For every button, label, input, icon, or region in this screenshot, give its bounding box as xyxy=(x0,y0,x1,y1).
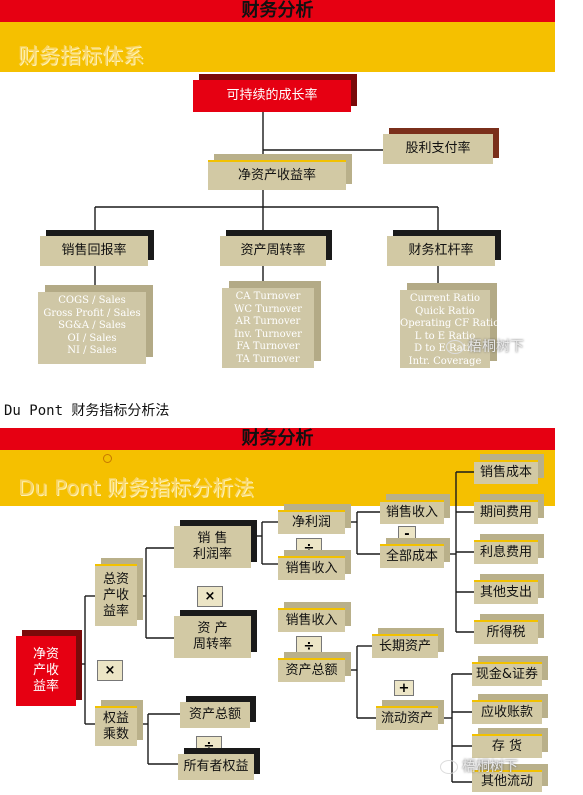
long-term-assets-box: 长期资产 xyxy=(372,634,438,658)
asset-turnover-label: 资 产 周转率 xyxy=(192,620,232,652)
financial-leverage-box: 财务杠杆率 xyxy=(387,236,495,266)
total-assets-box: 资产总额 xyxy=(278,658,345,682)
sales-box: 销售收入 xyxy=(278,556,345,580)
plus-operator: + xyxy=(394,680,414,696)
watermark-text: 梧桐树下 xyxy=(462,759,518,775)
ratio-label: FA Turnover xyxy=(236,341,300,352)
asset-turnover-box: 资 产 周转率 xyxy=(174,616,251,658)
divide-operator: ÷ xyxy=(296,636,322,657)
sales-ratios-cluster: COGS / Sales Gross Profit / Sales SG&A /… xyxy=(38,292,146,364)
watermark: 梧桐树下 xyxy=(440,756,518,776)
cost-item-box: 利息费用 xyxy=(474,540,538,564)
cost-item-box: 其他支出 xyxy=(474,580,538,604)
current-assets-box: 流动资产 xyxy=(376,706,438,730)
total-cost-box: 全部成本 xyxy=(380,544,444,568)
current-item-box: 其他流动 xyxy=(472,770,542,792)
decor-dot xyxy=(103,454,112,463)
ratio-label: Intr. Coverage xyxy=(408,355,482,367)
leverage-ratios-cluster: Current Ratio Quick Ratio Operating CF R… xyxy=(400,290,500,368)
equity-multiplier-box: 权益 乘数 xyxy=(95,706,137,746)
roe-box: 净资 产收 益率 xyxy=(16,636,76,706)
watermark-text: 梧桐树下 xyxy=(468,339,524,355)
tree-connectors xyxy=(94,112,439,288)
ratio-label: Operating CF Ratio xyxy=(400,318,500,329)
cost-item-box: 销售成本 xyxy=(474,460,538,484)
minus-operator: - xyxy=(398,526,416,542)
band-title: Du Pont 财务指标分析法 xyxy=(18,476,255,500)
ratio-label: SG&A / Sales xyxy=(58,320,126,331)
ratio-label: NI / Sales xyxy=(67,345,117,356)
multiply-operator: × xyxy=(197,586,223,607)
ratio-label: Current Ratio xyxy=(409,293,481,304)
financial-indicator-system-panel: 财务分析 财务指标体系 可持续的成长率 股利支付率 净资产收益率 销售回报率 资… xyxy=(0,0,555,372)
header-band xyxy=(0,442,555,506)
ratio-label: COGS / Sales xyxy=(58,295,126,306)
ratio-label: Gross Profit / Sales xyxy=(43,307,141,319)
net-margin-box: 销 售 利润率 xyxy=(174,526,251,568)
ratio-label: WC Turnover xyxy=(234,303,302,315)
ratio-label: OI / Sales xyxy=(67,332,117,344)
ratio-label: Inv. Turnover xyxy=(234,328,302,340)
divide-operator: ÷ xyxy=(296,538,322,559)
dividend-payout-ratio-box: 股利支付率 xyxy=(383,134,493,164)
watermark: 梧桐树下 xyxy=(446,336,524,356)
multiply-operator: × xyxy=(97,660,123,681)
cost-item-box: 所得税 xyxy=(474,620,538,644)
owners-equity-box: 所有者权益 xyxy=(178,754,254,780)
ratio-label: AR Turnover xyxy=(235,316,301,327)
sales-box: 销售收入 xyxy=(278,608,345,632)
current-item-box: 现金&证券 xyxy=(472,662,542,686)
du-pont-analysis-panel: 财务分析 Du Pont 财务指标分析法 xyxy=(0,424,555,795)
sustainable-growth-rate-box: 可持续的成长率 xyxy=(193,80,351,112)
ratio-label: Quick Ratio xyxy=(415,305,475,317)
sales-box: 销售收入 xyxy=(380,500,444,524)
cost-item-box: 期间费用 xyxy=(474,500,538,524)
header-title: 财务分析 xyxy=(0,0,555,22)
roa-box: 总资 产收 益率 xyxy=(95,564,137,626)
ratio-label: D to E Ratio xyxy=(414,343,476,354)
roe-box: 净资产收益率 xyxy=(208,160,346,190)
current-item-box: 应收账款 xyxy=(472,700,542,724)
turnover-ratios-cluster: CA Turnover WC Turnover AR Turnover Inv.… xyxy=(222,288,314,368)
roe-label: 净资 产收 益率 xyxy=(32,646,59,695)
wechat-icon xyxy=(440,760,458,774)
sales-return-box: 销售回报率 xyxy=(40,236,148,266)
ratio-label: CA Turnover xyxy=(235,291,301,302)
ratio-label: L to E Ratio xyxy=(414,330,476,342)
header-title: 财务分析 xyxy=(0,428,555,450)
band-title: 财务指标体系 xyxy=(18,44,144,68)
asset-turnover-box: 资产周转率 xyxy=(220,236,326,266)
equity-multiplier-label: 权益 乘数 xyxy=(102,710,129,742)
wechat-icon xyxy=(446,340,464,354)
caption: Du Pont 财务指标分析法 xyxy=(4,403,170,419)
ratio-label: TA Turnover xyxy=(236,353,300,365)
dupont-connectors xyxy=(76,471,474,783)
net-margin-label: 销 售 利润率 xyxy=(192,530,232,562)
total-assets-box: 资产总额 xyxy=(180,702,250,728)
current-item-box: 存 货 xyxy=(472,734,542,758)
net-profit-box: 净利润 xyxy=(278,510,345,534)
roa-label: 总资 产收 益率 xyxy=(102,571,129,620)
